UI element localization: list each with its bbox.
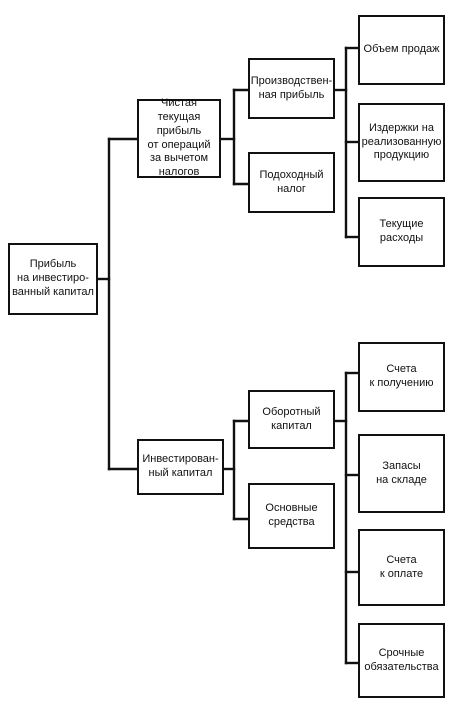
invested-capital-label: Инвестирован- ный капитал [142, 453, 219, 479]
current-expenses-label: Текущие расходы [379, 218, 424, 244]
sales-volume-label: Объем продаж [363, 43, 440, 56]
node-short-term-liabilities: Срочные обязательства [358, 623, 445, 698]
node-invested-capital: Инвестирован- ный капитал [137, 439, 224, 495]
node-accounts-payable: Счета к оплате [358, 529, 445, 606]
receivables-label: Счета к получению [369, 363, 434, 389]
node-inventory: Запасы на складе [358, 434, 445, 513]
production-profit-label: Производствен- ная прибыль [250, 74, 333, 101]
node-net-operating-profit-after-tax: Чистая текущая прибыль от операций за вы… [137, 97, 221, 178]
cost-of-sales-label: Издержки на реализованную продукцию [361, 121, 442, 162]
short-term-liabilities-label: Срочные обязательства [364, 646, 439, 673]
node-cost-of-sales: Издержки на реализованную продукцию [358, 103, 445, 182]
node-current-expenses: Текущие расходы [358, 197, 445, 267]
node-accounts-receivable: Счета к получению [358, 342, 445, 412]
income-tax-label: Подоходный налог [259, 168, 324, 195]
node-income-tax: Подоходный налог [248, 152, 335, 213]
net-profit-label: Чистая текущая прибыль от операций за вы… [147, 97, 211, 178]
node-sales-volume: Объем продаж [358, 15, 445, 85]
node-working-capital: Оборотный капитал [248, 390, 335, 449]
node-production-profit: Производствен- ная прибыль [248, 58, 335, 119]
node-fixed-assets: Основные средства [248, 483, 335, 549]
working-capital-label: Оборотный капитал [262, 405, 321, 432]
inventory-label: Запасы на складе [376, 459, 427, 486]
root-node-return-on-invested-capital: Прибыль на инвестиро- ванный капитал [8, 243, 98, 315]
fixed-assets-label: Основные средства [265, 502, 318, 528]
payables-label: Счета к оплате [379, 553, 424, 580]
root-node-label: Прибыль на инвестиро- ванный капитал [12, 258, 94, 298]
